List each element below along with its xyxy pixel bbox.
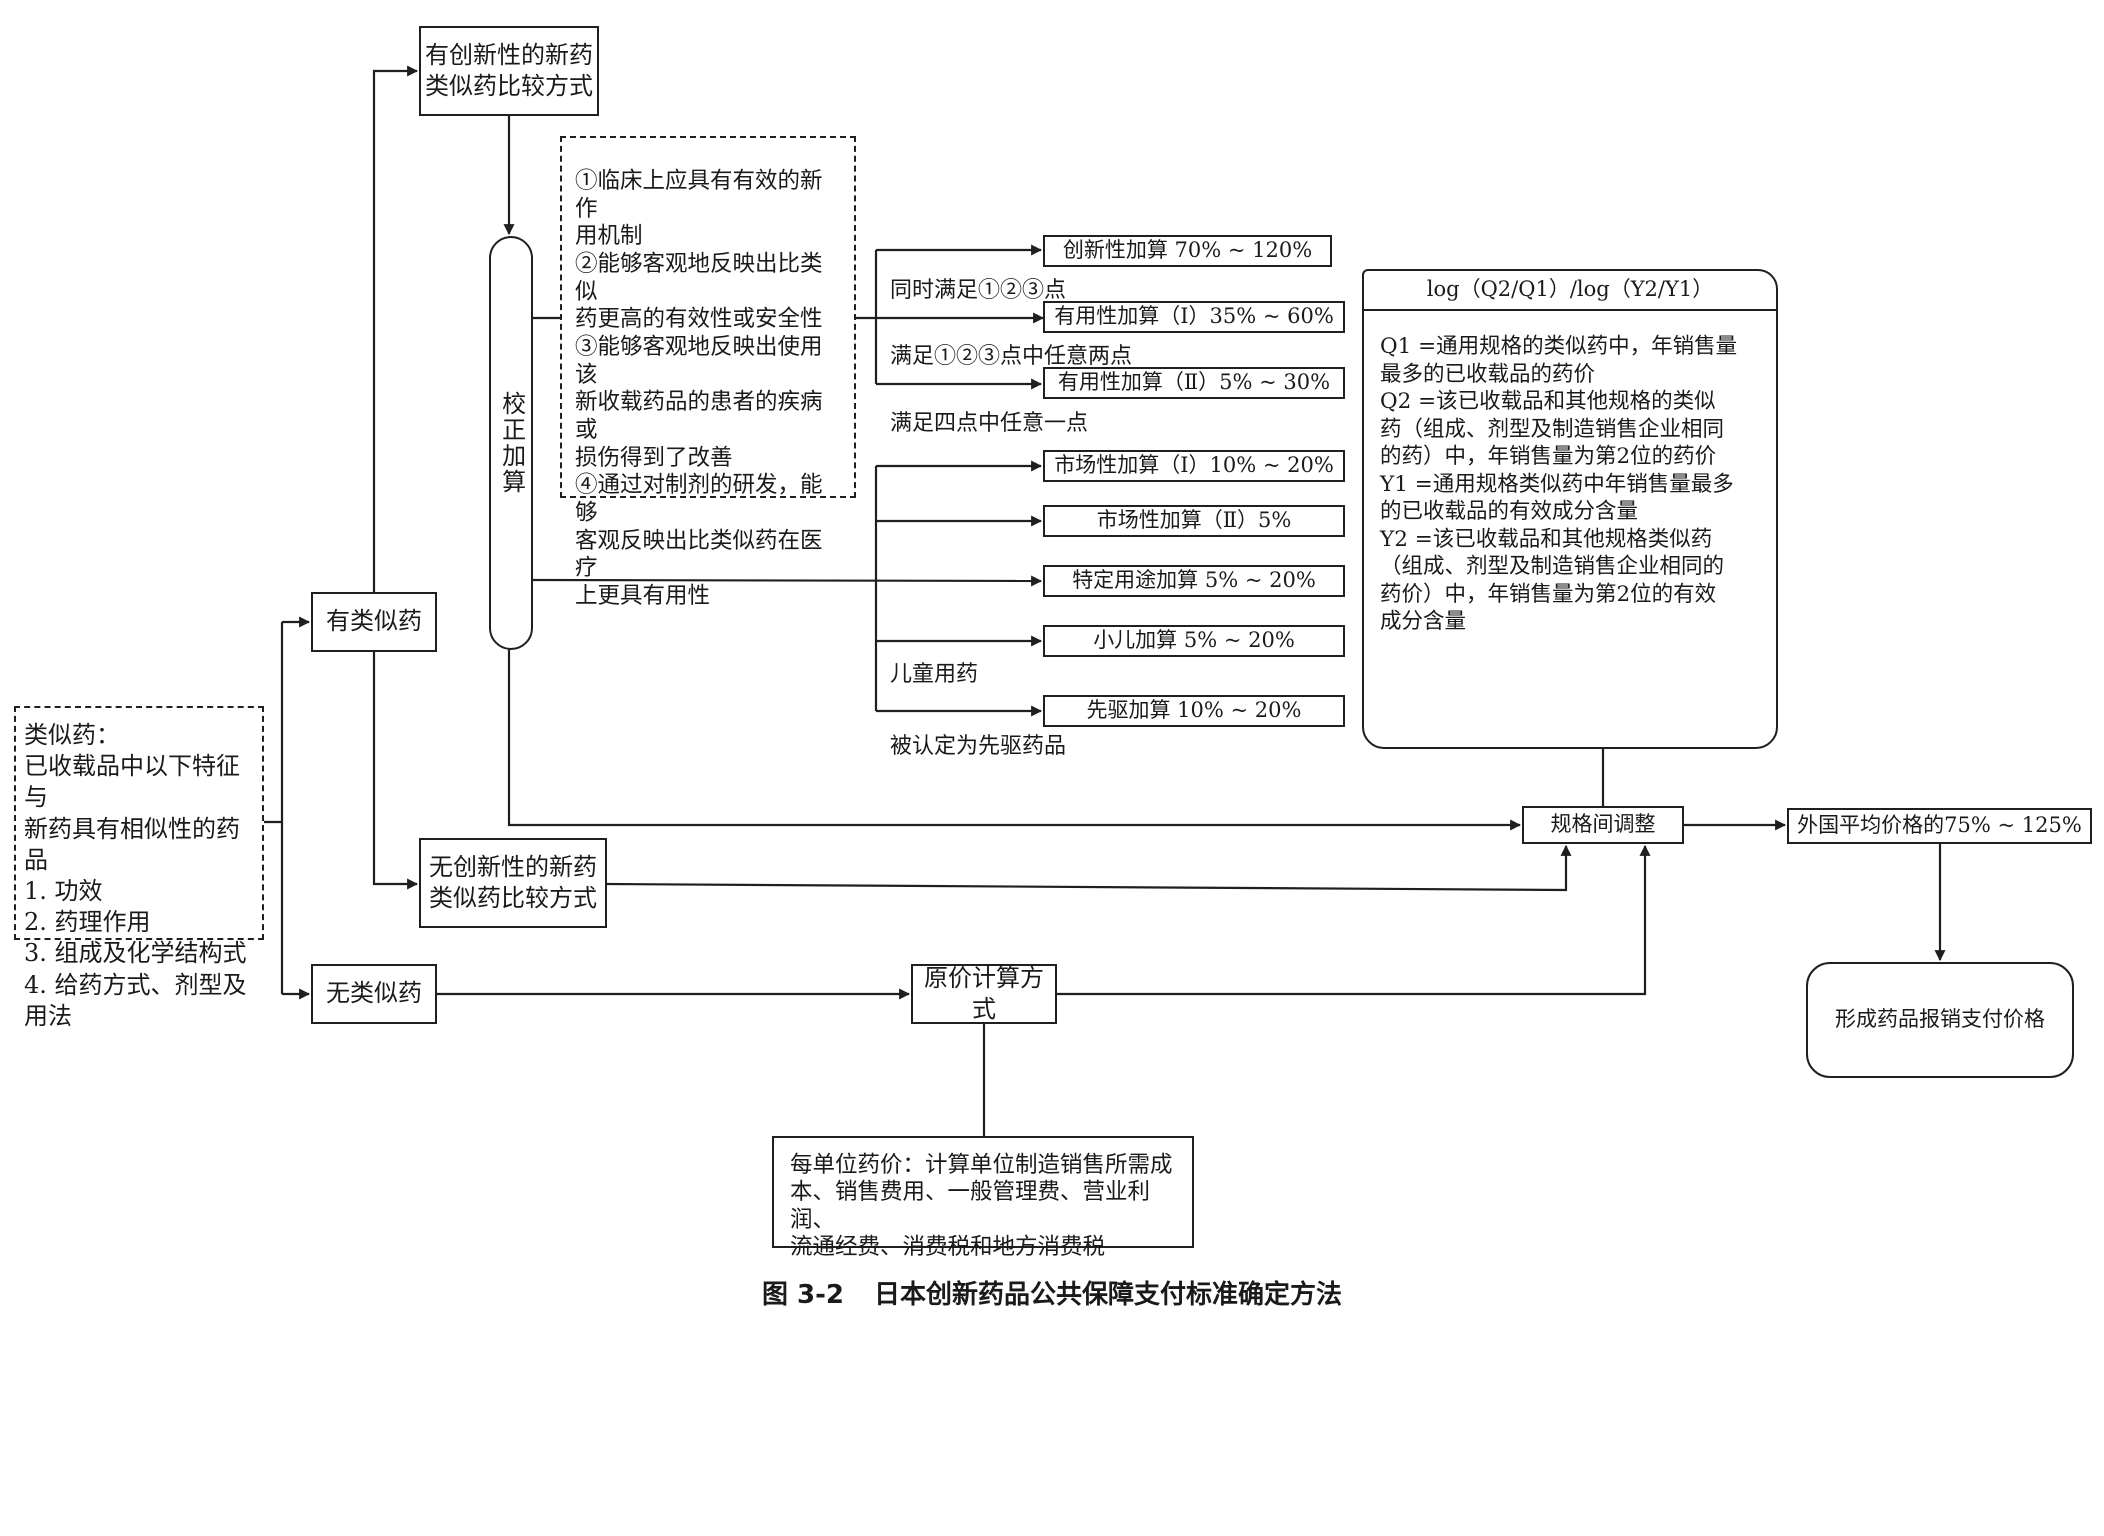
figure-caption: 图 3-2 日本创新药品公共保障支付标准确定方法	[0, 1274, 2104, 1311]
marketability-premium-1-box: 市场性加算（Ⅰ）10% ~ 20%	[1043, 450, 1345, 482]
criteria-line: 上更具有用性	[575, 583, 711, 610]
criteria-line: 新收载药品的患者的疾病或	[575, 389, 823, 444]
formula-line: 药（组成、剂型及制造销售企业相同	[1380, 416, 1725, 442]
has-similar-drug-box: 有类似药	[311, 592, 437, 652]
criteria-line: ③能够客观地反映出使用该	[575, 334, 823, 388]
unit-price-note: 每单位药价：计算单位制造销售所需成本、销售费用、一般管理费、营业利润、流通经费、…	[772, 1136, 1194, 1260]
definition-line: 1. 功效	[24, 876, 103, 905]
arrow-to-spec-adjust	[507, 650, 1522, 831]
unit-price-line: 本、销售费用、一般管理费、营业利润、	[790, 1179, 1151, 1233]
criteria-line: ①临床上应具有有效的新作	[575, 168, 823, 222]
arrow-noninnovative-to-spec	[606, 844, 1572, 892]
definition-line: 新药具有相似性的药品	[24, 814, 240, 874]
spec-adjustment-label: 规格间调整	[1550, 812, 1656, 837]
condition-any-one: 满足四点中任意一点	[890, 411, 1089, 436]
unit-price-text: 每单位药价：计算单位制造销售所需成本、销售费用、一般管理费、营业利润、流通经费、…	[790, 1152, 1182, 1262]
final-price-label: 形成药品报销支付价格	[1835, 1007, 2045, 1032]
criteria-line: ②能够客观地反映出比类似	[575, 251, 823, 305]
premium-label: 有用性加算（Ⅱ）5% ~ 30%	[1057, 370, 1331, 395]
arrow-to-noninnovative	[372, 652, 419, 890]
formula-line: 药价）中，年销售量为第2位的有效	[1380, 581, 1717, 607]
spec-formula-note: log（Q2/Q1）/log（Y2/Y1） Q1 =通用规格的类似药中，年销售量…	[1362, 269, 1778, 749]
usefulness-premium-1-box: 有用性加算（Ⅰ）35% ~ 60%	[1043, 301, 1345, 333]
usefulness-premium-2-box: 有用性加算（Ⅱ）5% ~ 30%	[1043, 367, 1345, 399]
definition-line: 3. 组成及化学结构式	[24, 939, 247, 968]
formula-line: Q2 =该已收载品和其他规格的类似	[1380, 389, 1716, 415]
noninnovative-comparison-box: 无创新性的新药 类似药比较方式	[419, 838, 607, 928]
foreign-price-label: 外国平均价格的75% ~ 125%	[1797, 813, 2082, 838]
noninnovative-comparison-line1: 无创新性的新药	[429, 852, 597, 881]
correction-premium-label: 校正加算	[497, 391, 526, 495]
has-similar-drug-label: 有类似药	[326, 607, 422, 636]
premium-label: 特定用途加算 5% ~ 20%	[1072, 568, 1316, 593]
innovative-comparison-line2: 类似药比较方式	[425, 72, 593, 100]
figure-title: 日本创新药品公共保障支付标准确定方法	[874, 1280, 1343, 1310]
pioneer-premium-box: 先驱加算 10% ~ 20%	[1043, 695, 1345, 727]
definition-line: 类似药：	[24, 721, 120, 749]
condition-any-two: 满足①②③点中任意两点	[890, 344, 1133, 369]
unit-price-line: 流通经费、消费税和地方消费税	[790, 1234, 1106, 1261]
premium-label: 市场性加算（Ⅰ）10% ~ 20%	[1054, 453, 1334, 478]
definition-line: 用法	[24, 1001, 72, 1030]
formula-line: （组成、剂型及制造销售企业相同的	[1380, 554, 1725, 580]
formula-line: Y1 =通用规格类似药中年销售量最多	[1380, 471, 1734, 497]
formula-line: 的已收载品的有效成分含量	[1380, 499, 1639, 525]
marketability-premium-2-box: 市场性加算（Ⅱ）5%	[1043, 505, 1345, 537]
noninnovative-comparison-line2: 类似药比较方式	[429, 884, 597, 912]
condition-pioneer: 被认定为先驱药品	[890, 734, 1067, 759]
criteria-line: 药更高的有效性或安全性	[575, 306, 823, 333]
specific-use-premium-box: 特定用途加算 5% ~ 20%	[1043, 565, 1345, 597]
innovativeness-premium-box: 创新性加算 70% ~ 120%	[1043, 235, 1332, 267]
final-price-box: 形成药品报销支付价格	[1806, 962, 2074, 1078]
definition-line: 4. 给药方式、剂型及	[24, 970, 247, 999]
no-similar-drug-box: 无类似药	[311, 964, 437, 1024]
innovative-comparison-line1: 有创新性的新药	[425, 40, 593, 69]
formula-line: 的药）中，年销售量为第2位的药价	[1380, 444, 1717, 470]
spec-adjustment-box: 规格间调整	[1522, 806, 1684, 844]
definition-line: 已收载品中以下特征与	[24, 752, 240, 812]
premium-label: 市场性加算（Ⅱ）5%	[1096, 508, 1292, 533]
cost-method-label: 原价计算方式	[924, 963, 1044, 1023]
criteria-line: 损伤得到了改善	[575, 444, 733, 471]
arrow-to-innovative	[372, 65, 419, 592]
correction-premium-capsule: 校正加算	[489, 236, 533, 650]
pediatric-premium-box: 小儿加算 5% ~ 20%	[1043, 625, 1345, 657]
premium-label: 小儿加算 5% ~ 20%	[1093, 628, 1295, 653]
criteria-line: 用机制	[575, 223, 643, 250]
premium-label: 先驱加算 10% ~ 20%	[1086, 698, 1302, 723]
arrow-cost-to-spec	[1057, 844, 1651, 996]
formula-line: 最多的已收载品的药价	[1380, 361, 1596, 387]
condition-children: 儿童用药	[890, 662, 979, 687]
premium-label: 创新性加算 70% ~ 120%	[1062, 238, 1313, 263]
formula-header: log（Q2/Q1）/log（Y2/Y1）	[1364, 271, 1776, 311]
criteria-line: ④通过对制剂的研发，能够	[575, 472, 823, 527]
cost-method-box: 原价计算方式	[911, 964, 1057, 1024]
arrow-to-specific-use	[532, 575, 1043, 587]
no-similar-drug-label: 无类似药	[326, 979, 422, 1008]
premium-label: 有用性加算（Ⅰ）35% ~ 60%	[1054, 304, 1334, 329]
formula-line: Y2 =该已收载品和其他规格类似药	[1380, 526, 1713, 552]
criteria-line: 客观反映出比类似药在医疗	[575, 527, 823, 582]
figure-number: 图 3-2	[761, 1280, 844, 1310]
foreign-price-box: 外国平均价格的75% ~ 125%	[1787, 808, 2092, 844]
condition-all-three: 同时满足①②③点	[890, 278, 1067, 303]
unit-price-line: 每单位药价：计算单位制造销售所需成	[790, 1152, 1173, 1178]
definition-line: 2. 药理作用	[24, 908, 151, 937]
formula-line: 成分含量	[1380, 609, 1467, 635]
innovative-comparison-box: 有创新性的新药 类似药比较方式	[419, 26, 599, 116]
formula-line: Q1 =通用规格的类似药中，年销售量	[1380, 334, 1738, 359]
